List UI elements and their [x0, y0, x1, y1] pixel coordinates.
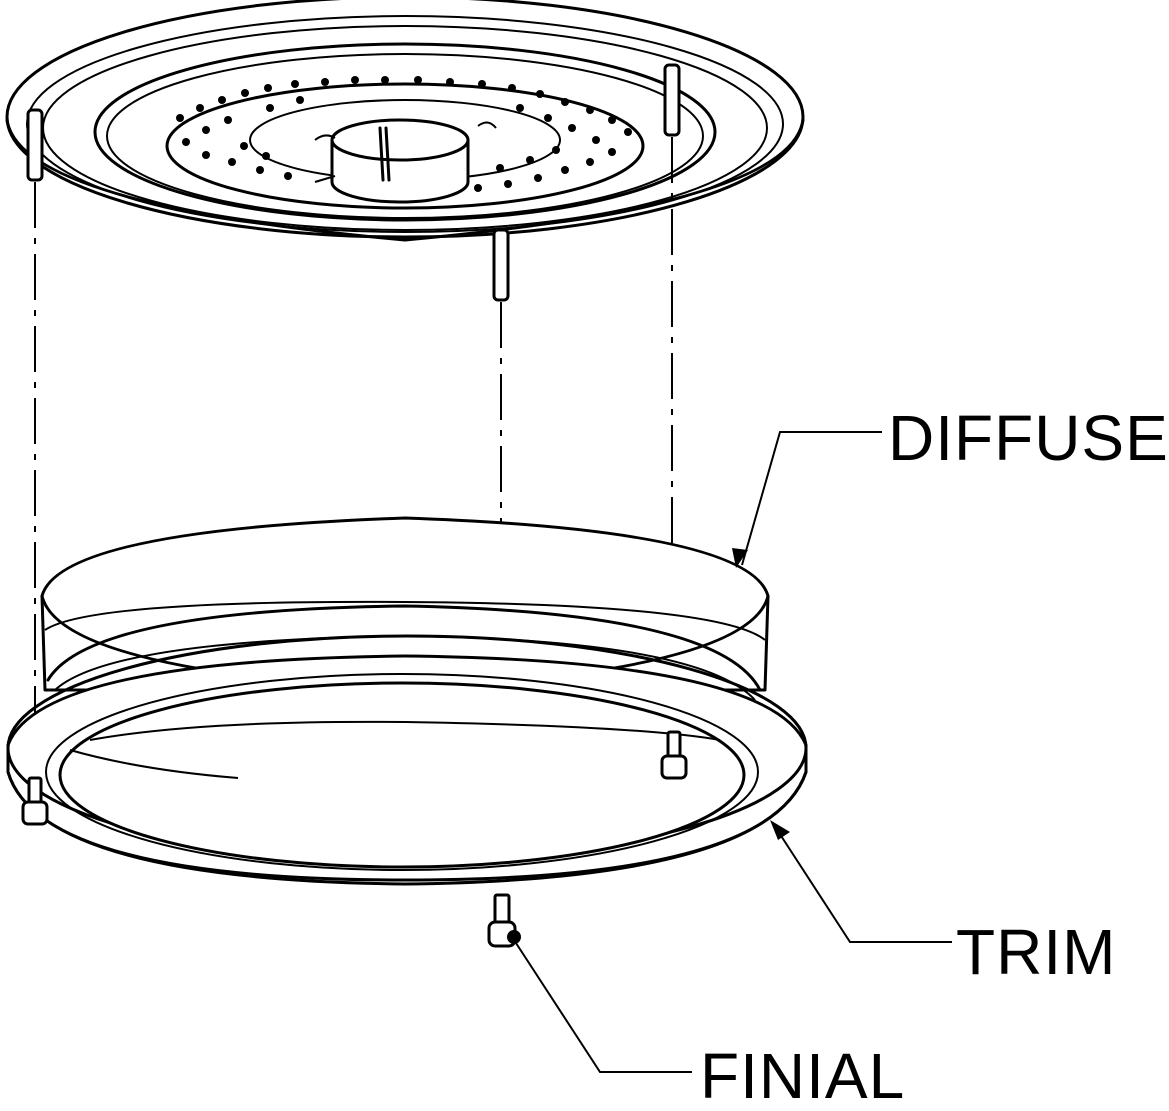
- trim-screws: [21, 730, 688, 826]
- diffuser-label: DIFFUSER: [888, 402, 1169, 474]
- lamp-socket: [314, 118, 497, 204]
- vent-holes: [176, 76, 632, 192]
- finial-callout: FINIAL: [513, 939, 905, 1111]
- finial-label: FINIAL: [700, 1040, 905, 1106]
- mounting-rods: [26, 63, 681, 302]
- trim-ring: [6, 634, 808, 886]
- trim-label: TRIM: [956, 916, 1116, 988]
- diffuser-callout: DIFFUSER: [732, 402, 1169, 568]
- trim-callout: TRIM: [770, 820, 1116, 988]
- finial-part: [487, 893, 521, 948]
